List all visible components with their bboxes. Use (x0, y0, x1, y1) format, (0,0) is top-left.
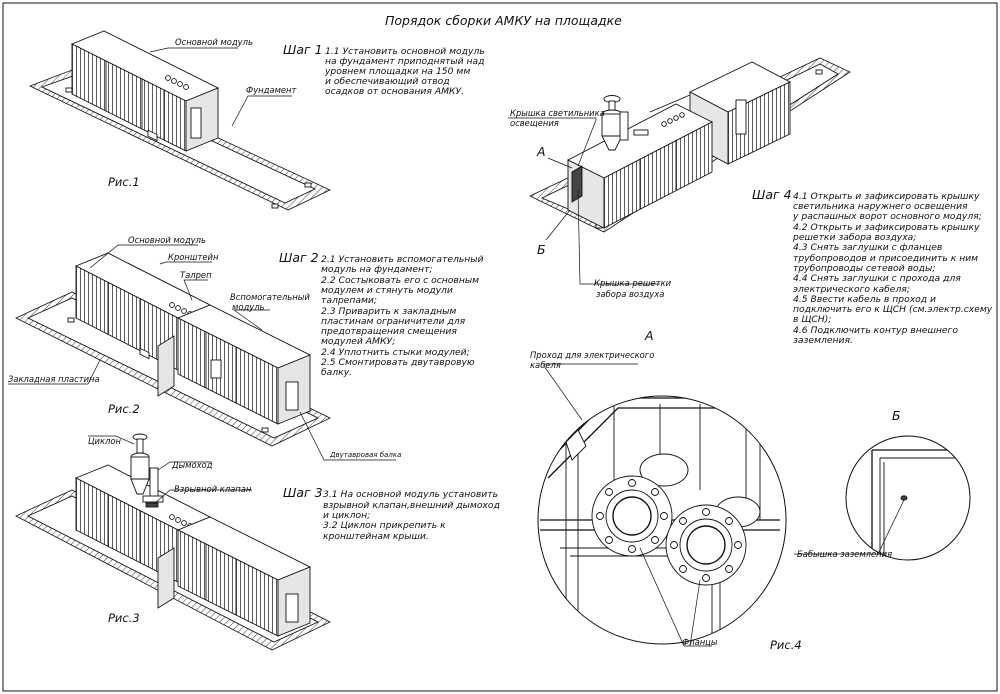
ground-boss-icon (900, 495, 908, 501)
step-4-line: подключить его к ЩСН (см.электр.схему (793, 304, 993, 315)
label-cable-passage-1: Проход для электрического (530, 350, 654, 360)
step-1-line: осадков от основания АМКУ. (325, 86, 464, 97)
step-4-line: решетки забора воздуха; (792, 232, 916, 243)
step-4-line: трубопроводы сетевой воды; (793, 263, 935, 274)
label-flanges: Фланцы (682, 637, 718, 647)
step-2-line: предотвращения смещения (321, 326, 457, 337)
label-cable-passage-2: кабеля (530, 360, 561, 370)
figure-1-caption: Рис.1 (108, 175, 140, 189)
step-3-line: взрывной клапан,внешний дымоход (323, 500, 500, 511)
label-ground-boss: Бабышка заземления (797, 549, 892, 559)
label-embedded-plate: Закладная пластина (8, 374, 100, 384)
step-2-line: 2.1 Установить вспомогательный (321, 254, 484, 265)
step-3-line: 3.2 Циклон прикрепить к (323, 520, 446, 531)
step-4-line: 4.1 Открыть и зафиксировать крышку (793, 191, 980, 202)
flange-icon (591, 453, 689, 557)
step-4-line: 4.5 Ввести кабель в проход и (793, 294, 936, 305)
step-1-line: на фундамент приподнятый над (325, 56, 485, 67)
step-2-line: 2.5 Смонтировать двутавровую (321, 357, 475, 368)
label-bracket: Кронштейн (168, 252, 219, 262)
step-4-line: светильника наружнего освещения (793, 201, 968, 212)
flange-row-icon (165, 75, 189, 90)
figure-1: Основной модуль Фундамент Рис.1 (28, 30, 331, 211)
figure-4-assembly: Крышка светильника освещения Крышка реше… (508, 57, 851, 299)
step-2-line: модулей АМКУ; (321, 336, 395, 347)
step-2-heading: Шаг 2 (279, 250, 319, 265)
label-aux-module-2: модуль (232, 302, 265, 312)
label-cyclone: Циклон (88, 436, 121, 446)
label-main-module: Основной модуль (175, 37, 253, 47)
step-2-line: пластинам ограничители для (321, 316, 466, 327)
label-grille-cover-1: Крышка решетки (594, 278, 672, 288)
label-i-beam: Двутавровая балка (329, 451, 401, 459)
step-2-line: модулем и стянуть модули (321, 285, 453, 296)
label-lamp-cover-2: освещения (510, 118, 559, 128)
step-1-heading: Шаг 1 (283, 42, 323, 57)
step-3-line: 3.1 На основной модуль установить (323, 489, 498, 500)
step-1-text: Шаг 1 1.1 Установить основной модуль на … (283, 42, 485, 97)
figure-3-caption: Рис.3 (108, 611, 140, 625)
step-3-text: Шаг 3 3.1 На основной модуль установить … (283, 485, 500, 542)
label-blast-valve: Взрывной клапан (174, 484, 252, 494)
step-1-line: уровнем площадки на 150 мм (324, 66, 470, 77)
step-4-line: электрического кабеля; (793, 284, 910, 295)
step-4-line: 4.4 Снять заглушки с прохода для (793, 273, 961, 284)
step-2-line: 2.2 Состыковать его с основным (321, 275, 479, 286)
step-4-line: 4.2 Открыть и зафиксировать крышку (793, 222, 980, 233)
label-main-module-2: Основной модуль (128, 235, 206, 245)
label-aux-module-1: Вспомогательный (230, 292, 310, 302)
step-3-heading: Шаг 3 (283, 485, 323, 500)
step-3-line: кронштейнам крыши. (323, 531, 429, 542)
step-3-line: и циклон; (323, 510, 370, 521)
label-grille-cover-2: забора воздуха (596, 289, 664, 299)
figure-2-caption: Рис.2 (108, 402, 140, 416)
label-turnbuckle: Талреп (180, 270, 212, 280)
flange-icon (665, 496, 761, 586)
step-4-line: заземления. (793, 335, 853, 346)
step-4-line: в ЩСН); (793, 314, 831, 325)
cyclone-icon (130, 433, 150, 495)
figure-2: Основной модуль Кронштейн Талреп Вспомог… (8, 235, 401, 461)
callout-b: Б (537, 242, 546, 257)
step-2-line: модуль на фундамент; (321, 264, 432, 275)
detail-b: Б Бабышка заземления (794, 408, 971, 561)
step-2-line: 2.3 Приварить к закладным (321, 306, 456, 317)
step-4-line: 4.3 Снять заглушки с фланцев (793, 242, 942, 253)
step-4-heading: Шаг 4 (752, 187, 792, 202)
step-1-line: и обеспечивающий отвод (325, 76, 450, 87)
drawing-title: Порядок сборки АМКУ на площадке (385, 13, 622, 28)
figure-4-caption: Рис.4 (770, 638, 802, 652)
step-4-line: трубопроводов и присоединить к ним (793, 253, 978, 264)
detail-b-title: Б (892, 408, 901, 423)
step-2-line: балку. (321, 367, 352, 378)
step-4-line: у распашных ворот основного модуля; (792, 211, 982, 222)
callout-a: А (536, 144, 546, 159)
detail-a-title: А (644, 328, 654, 343)
figure-3: Циклон Дымоход Взрывной клапан Рис.3 (15, 433, 331, 651)
step-1-line: 1.1 Установить основной модуль (325, 46, 485, 57)
label-flue: Дымоход (171, 460, 213, 470)
label-foundation: Фундамент (246, 85, 298, 95)
detail-a: А (530, 328, 787, 647)
step-2-line: талрепами; (321, 295, 377, 306)
step-2-line: 2.4 Уплотнить стыки модулей; (321, 347, 470, 358)
step-4-line: 4.6 Подключить контур внешнего (793, 325, 958, 336)
step-4-text: Шаг 4 4.1 Открыть и зафиксировать крышку… (752, 187, 993, 346)
flue-icon (142, 467, 164, 503)
label-lamp-cover-1: Крышка светильника (510, 108, 605, 118)
step-2-text: Шаг 2 2.1 Установить вспомогательный мод… (279, 250, 484, 378)
